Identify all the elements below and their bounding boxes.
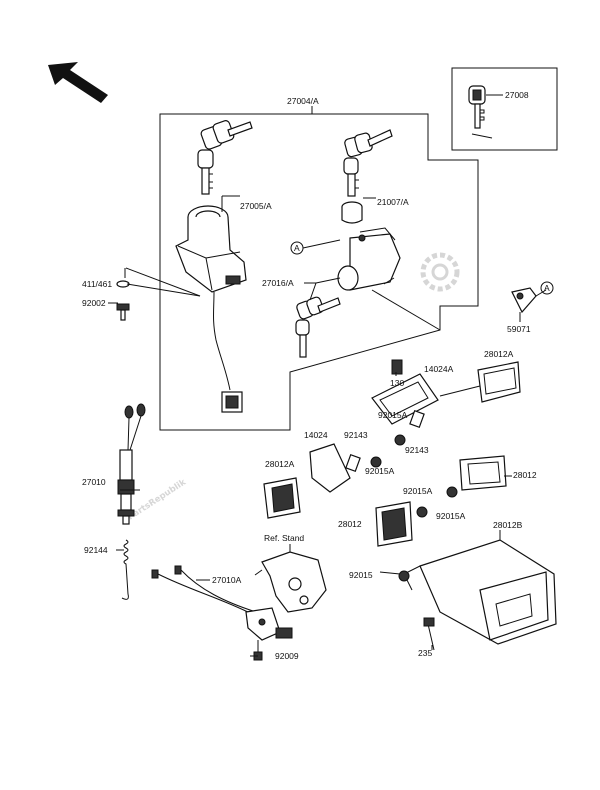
label-27010A: 27010A xyxy=(212,575,242,585)
label-92002: 92002 xyxy=(82,298,106,308)
key-blank-inset xyxy=(451,67,558,151)
reflector-28012A-left xyxy=(263,477,301,519)
reflector-14024 xyxy=(309,443,351,493)
label-28012A-left: 28012A xyxy=(265,459,295,469)
label-28012A-top: 28012A xyxy=(484,349,514,359)
bracket-59071 xyxy=(511,287,547,314)
ignition-keys xyxy=(197,120,253,195)
direction-arrow-icon xyxy=(48,62,108,103)
label-59071: 59071 xyxy=(507,324,531,334)
ignition-set-outline xyxy=(159,106,479,431)
label-92015A-d: 92015A xyxy=(436,511,466,521)
mount-bolts xyxy=(116,267,201,321)
label-14024: 14024 xyxy=(304,430,328,440)
label-235: 235 xyxy=(418,648,432,658)
ref-stand-bracket xyxy=(254,551,327,613)
label-28012-right: 28012 xyxy=(513,470,537,480)
label-28012-mid: 28012 xyxy=(338,519,362,529)
label-14024A: 14024A xyxy=(424,364,454,374)
marker-a-2: A xyxy=(540,281,554,295)
label-411-461: 411/461 xyxy=(82,279,112,289)
steering-lock xyxy=(337,227,441,331)
steering-small-keys xyxy=(295,296,341,358)
leader-lines xyxy=(108,195,521,657)
key-blank-icon xyxy=(468,85,486,129)
label-92015: 92015 xyxy=(349,570,373,580)
part-labels: 27004/A 27008 27005/A 21007/A 27016/A 41… xyxy=(82,90,537,661)
label-92143-b: 92143 xyxy=(405,445,429,455)
reflector-28012A-top xyxy=(439,361,521,403)
reflector-14024A xyxy=(371,373,439,425)
marker-a-2-text: A xyxy=(544,283,550,293)
lock-cylinder xyxy=(341,201,363,224)
label-92015A-a: 92015A xyxy=(378,410,408,420)
label-92015A-c: 92015A xyxy=(403,486,433,496)
label-27008: 27008 xyxy=(505,90,529,100)
label-92009: 92009 xyxy=(275,651,299,661)
label-28012B: 28012B xyxy=(493,520,523,530)
label-21007: 21007/A xyxy=(377,197,409,207)
label-ref-stand: Ref. Stand xyxy=(264,533,304,543)
reflector-28012-right xyxy=(459,455,507,491)
label-27016: 27016/A xyxy=(262,278,294,288)
label-27004: 27004/A xyxy=(287,96,319,106)
reflector-28012-mid xyxy=(375,501,413,547)
spring-92144 xyxy=(121,539,129,600)
label-92144: 92144 xyxy=(84,545,108,555)
spacers-and-nuts xyxy=(345,359,458,518)
reflector-housing-28012B xyxy=(398,539,557,651)
ignition-switch xyxy=(175,205,247,413)
gear-icon xyxy=(420,252,460,292)
label-92015A-b: 92015A xyxy=(365,466,395,476)
label-130: 130 xyxy=(390,378,404,388)
watermark-text: PartsRepublik xyxy=(126,477,188,522)
marker-a-1-text: A xyxy=(294,243,300,253)
marker-a-1: A xyxy=(290,239,341,255)
label-92143-a: 92143 xyxy=(344,430,368,440)
steering-lock-keys xyxy=(343,129,393,197)
label-27005: 27005/A xyxy=(240,201,272,211)
label-27010: 27010 xyxy=(82,477,106,487)
